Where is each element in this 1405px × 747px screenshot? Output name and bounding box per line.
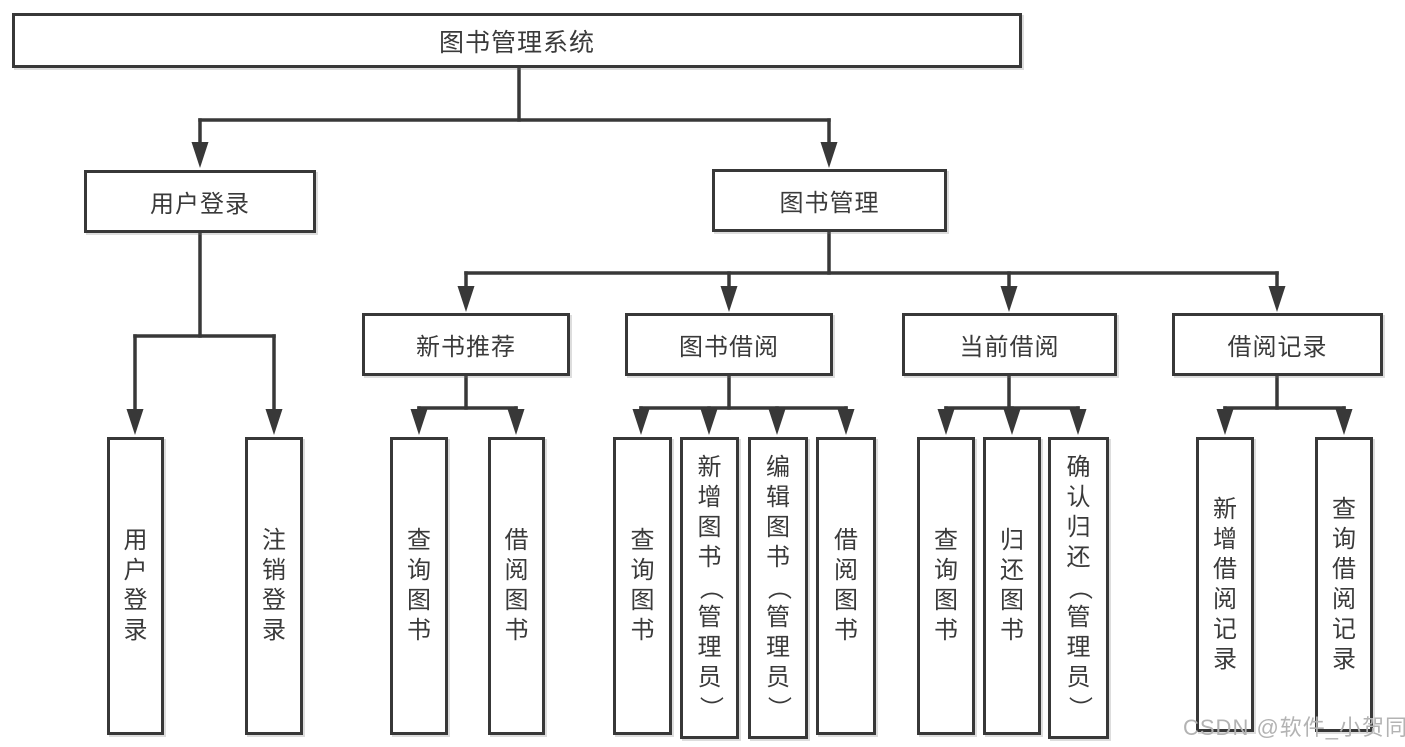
vertical-char: 查 [934, 527, 958, 554]
node-book-management: 图书管理 [712, 169, 947, 232]
node-new-book-recommendation: 新书推荐 [362, 313, 570, 376]
vertical-char: （ [696, 576, 724, 600]
vertical-char: 图 [834, 587, 858, 614]
leaf-user-login: 用户登录 [107, 437, 164, 735]
vertical-char: 理 [766, 634, 790, 661]
leaf-logout: 注销登录 [245, 437, 303, 735]
leaf-query-books-recommend: 查询图书 [390, 437, 448, 735]
vertical-char: 借 [1332, 555, 1356, 583]
vertical-char: ） [765, 696, 792, 720]
vertical-char: 新 [697, 454, 722, 481]
vertical-char: 还 [1066, 544, 1091, 571]
vertical-char: 图 [407, 587, 431, 614]
vertical-char: 书 [504, 617, 529, 644]
vertical-char: 注 [262, 527, 286, 554]
node-user-login: 用户登录 [84, 170, 316, 233]
leaf-add-borrow-record: 新增借阅记录 [1196, 437, 1254, 732]
vertical-char: 书 [630, 617, 655, 644]
vertical-char: 图 [1000, 587, 1024, 614]
vertical-char: 询 [934, 557, 958, 584]
vertical-char: 图 [766, 514, 790, 541]
vertical-char: 书 [407, 617, 431, 644]
vertical-char: 阅 [1332, 585, 1356, 613]
vertical-char: 用 [123, 527, 148, 554]
vertical-char: 归 [1066, 514, 1091, 541]
leaf-confirm-return-admin: 确认归还 （ 管理员 ） [1048, 437, 1109, 739]
vertical-char: 销 [262, 557, 286, 584]
node-book-borrowing: 图书借阅 [625, 313, 833, 376]
vertical-char: 图 [934, 587, 958, 614]
vertical-char: ） [696, 696, 724, 720]
vertical-char: 辑 [766, 484, 790, 511]
vertical-char: 编 [766, 454, 790, 481]
vertical-char: 图 [697, 514, 722, 541]
vertical-char: 查 [407, 527, 431, 554]
vertical-char: 员 [697, 664, 722, 691]
vertical-char: 确 [1066, 454, 1091, 481]
vertical-char: 借 [504, 527, 529, 554]
vertical-char: 还 [1000, 557, 1024, 584]
leaf-edit-books-admin: 编辑图书 （ 管理员 ） [748, 437, 808, 739]
vertical-char: 询 [630, 557, 655, 584]
vertical-char: 书 [934, 617, 958, 644]
vertical-char: 阅 [504, 557, 529, 584]
leaf-query-books-current: 查询图书 [917, 437, 975, 735]
vertical-char: 管 [1066, 604, 1091, 631]
leaf-query-books-borrowing: 查询图书 [613, 437, 672, 735]
leaf-query-borrow-record: 查询借阅记录 [1315, 437, 1373, 732]
vertical-char: 图 [630, 587, 655, 614]
watermark: CSDN @软件_小贺同学 [1183, 715, 1405, 740]
vertical-char: 录 [262, 617, 286, 644]
vertical-char: 录 [123, 617, 148, 644]
vertical-char: 图 [504, 587, 529, 614]
leaf-borrow-books-borrowing: 借阅图书 [816, 437, 876, 735]
leaf-return-books: 归还图书 [983, 437, 1041, 735]
vertical-char: 录 [1213, 645, 1237, 673]
vertical-char: 归 [1000, 527, 1024, 554]
vertical-char: 记 [1213, 615, 1237, 643]
vertical-char: 书 [766, 544, 790, 571]
vertical-char: ） [1065, 696, 1093, 720]
vertical-char: 管 [697, 604, 722, 631]
vertical-char: 书 [697, 544, 722, 571]
vertical-char: 阅 [834, 557, 858, 584]
vertical-char: （ [765, 576, 792, 600]
vertical-char: 书 [834, 617, 858, 644]
vertical-char: 询 [407, 557, 431, 584]
vertical-char: 理 [697, 634, 722, 661]
vertical-char: 增 [1213, 525, 1237, 553]
vertical-char: 登 [262, 587, 286, 614]
vertical-char: 借 [834, 527, 858, 554]
vertical-char: 书 [1000, 617, 1024, 644]
vertical-char: 增 [697, 484, 722, 511]
leaf-add-books-admin: 新增图书 （ 管理员 ） [680, 437, 739, 739]
node-library-management-system: 图书管理系统 [12, 13, 1022, 68]
vertical-char: 记 [1332, 615, 1356, 643]
vertical-char: 询 [1332, 525, 1356, 553]
vertical-char: 员 [766, 664, 790, 691]
vertical-char: 户 [123, 557, 148, 584]
vertical-char: 查 [1332, 495, 1356, 523]
vertical-char: 员 [1066, 664, 1091, 691]
vertical-char: 新 [1213, 495, 1237, 523]
node-borrowing-records: 借阅记录 [1172, 313, 1383, 376]
vertical-char: 管 [766, 604, 790, 631]
vertical-char: 理 [1066, 634, 1091, 661]
vertical-char: 录 [1332, 645, 1356, 673]
vertical-char: 借 [1213, 555, 1237, 583]
vertical-char: 查 [630, 527, 655, 554]
node-current-borrowing: 当前借阅 [902, 313, 1117, 376]
leaf-borrow-books-recommend: 借阅图书 [488, 437, 545, 735]
vertical-char: 认 [1066, 484, 1091, 511]
vertical-char: （ [1065, 576, 1093, 600]
vertical-char: 登 [123, 587, 148, 614]
vertical-char: 阅 [1213, 585, 1237, 613]
